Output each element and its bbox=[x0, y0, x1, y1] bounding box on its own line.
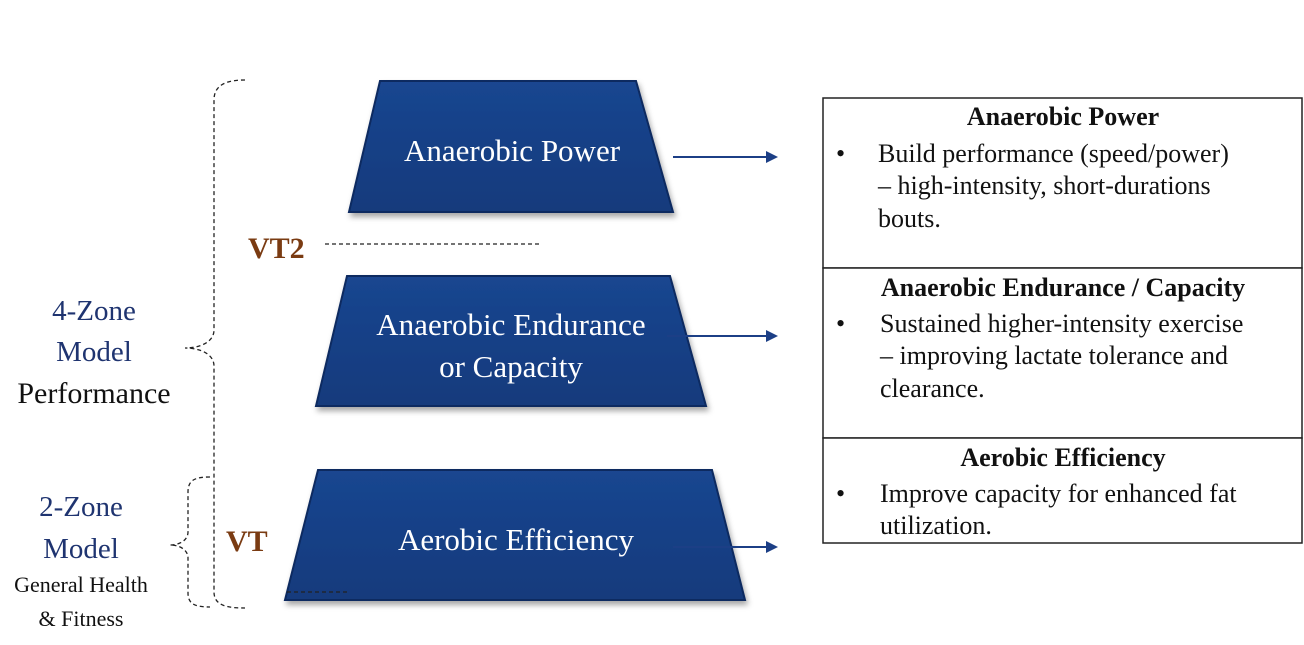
four-zone-subtitle: Performance bbox=[17, 377, 170, 410]
description-table: Anaerobic Power • Build performance (spe… bbox=[822, 97, 1303, 544]
zone-label: Anaerobic Power bbox=[404, 133, 621, 168]
zone-anaerobic-power: Anaerobic Power bbox=[347, 80, 675, 213]
zone-shape bbox=[314, 275, 708, 407]
description-line: clearance. bbox=[880, 374, 985, 403]
description-title: Anaerobic Endurance / Capacity bbox=[881, 273, 1245, 302]
description-line: Sustained higher-intensity exercise bbox=[880, 309, 1243, 338]
zone-label-line2: or Capacity bbox=[439, 349, 583, 384]
four-zone-brace bbox=[184, 79, 246, 609]
description-line: Improve capacity for enhanced fat bbox=[880, 479, 1237, 508]
bullet: • bbox=[836, 479, 845, 508]
description-box-1 bbox=[822, 97, 1303, 269]
four-zone-title: 4-Zone bbox=[52, 295, 136, 327]
description-line: – improving lactate tolerance and bbox=[879, 341, 1228, 370]
description-line: Build performance (speed/power) bbox=[878, 139, 1229, 168]
description-title: Aerobic Efficiency bbox=[960, 443, 1165, 472]
bullet: • bbox=[836, 309, 845, 338]
zone-aerobic-efficiency: Aerobic Efficiency bbox=[283, 469, 747, 601]
description-title: Anaerobic Power bbox=[967, 102, 1159, 131]
two-zone-title: 2-Zone bbox=[39, 491, 123, 523]
description-line: bouts. bbox=[878, 204, 941, 233]
two-zone-subtitle-2: & Fitness bbox=[39, 606, 124, 631]
description-box-2 bbox=[822, 267, 1303, 439]
zone-shape bbox=[347, 80, 675, 213]
bullet: • bbox=[836, 139, 845, 168]
description-line: – high-intensity, short-durations bbox=[877, 171, 1211, 200]
zone-anaerobic-endurance: Anaerobic Endurance or Capacity bbox=[314, 275, 708, 407]
vt2-label: VT2 bbox=[248, 232, 305, 265]
zone-label: Aerobic Efficiency bbox=[398, 522, 635, 557]
two-zone-subtitle-1: General Health bbox=[14, 572, 148, 597]
four-zone-model: Model bbox=[56, 336, 132, 368]
zone-shape bbox=[283, 469, 747, 601]
two-zone-model: Model bbox=[43, 533, 119, 565]
vt-label: VT bbox=[226, 525, 268, 558]
two-zone-brace bbox=[169, 476, 211, 608]
description-line: utilization. bbox=[880, 511, 992, 540]
zone-label-line1: Anaerobic Endurance bbox=[376, 307, 645, 342]
description-box-3 bbox=[822, 437, 1303, 544]
